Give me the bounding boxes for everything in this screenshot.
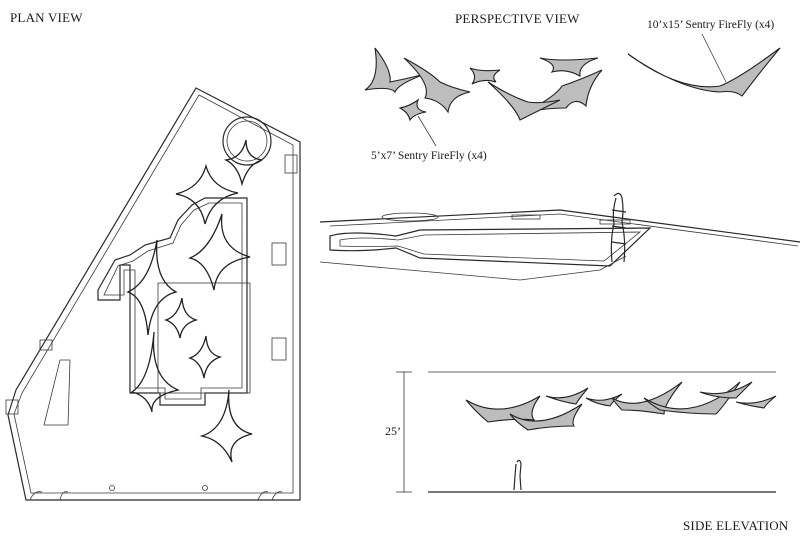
wall-feature-2	[271, 242, 287, 266]
light-fixture-2	[202, 485, 208, 491]
elevation-sail-5	[611, 381, 683, 415]
site-boundary-inner	[13, 94, 294, 494]
perspective-sail-4	[539, 57, 599, 78]
spa-circle	[222, 116, 272, 166]
plan-view-title: PLAN VIEW	[10, 10, 83, 25]
large-sail-leader	[701, 33, 727, 83]
elevation-sail-3	[545, 387, 589, 405]
elevation-sail-7	[699, 381, 753, 399]
gate-post	[5, 399, 19, 415]
perspective-sail-5	[525, 69, 603, 113]
perspective-step-1	[511, 214, 541, 220]
side-elevation-title: SIDE ELEVATION	[683, 518, 789, 533]
site-boundary	[7, 87, 301, 501]
plan-sail-4	[164, 297, 199, 339]
elevation-sail-1	[465, 395, 541, 423]
perspective-deck-edge	[319, 209, 800, 243]
planter	[43, 359, 71, 426]
plan-view-drawing	[5, 87, 301, 501]
perspective-coping	[319, 255, 627, 281]
plan-sail-3	[126, 239, 178, 336]
perspective-pool-inner	[339, 231, 642, 262]
perspective-deck-line	[329, 213, 799, 247]
plan-sail-7	[199, 389, 253, 463]
pool-deep-end	[157, 282, 251, 394]
small-sail-callout: 5’x7’ Sentry FireFly (x4)	[371, 150, 487, 162]
perspective-pool-outline	[329, 227, 652, 267]
pool-outline	[97, 197, 248, 406]
perspective-sail-7	[398, 98, 427, 122]
perspective-sail-3	[469, 67, 501, 85]
perspective-view-drawing	[319, 33, 800, 281]
wall-feature-3	[271, 337, 287, 361]
gate-swings	[29, 491, 283, 501]
small-sail-leader	[417, 115, 437, 147]
elevation-sail-8	[735, 395, 777, 409]
corner-post	[39, 339, 53, 351]
perspective-sail-2	[403, 57, 471, 114]
perspective-spa	[381, 212, 439, 222]
light-fixture-1	[109, 485, 115, 491]
large-sail-callout: 10’x15’ Sentry FireFly (x4)	[647, 19, 775, 31]
perspective-human-figure	[610, 192, 627, 263]
elevation-sail-6	[643, 381, 741, 415]
perspective-large-sail	[627, 47, 781, 97]
plan-sail-1	[175, 163, 239, 225]
pool-inner-outline	[103, 202, 243, 400]
elevation-human-figure	[513, 459, 522, 491]
plan-sail-5	[188, 335, 223, 379]
plan-sail-6	[130, 331, 181, 413]
wall-feature-1	[284, 154, 298, 174]
perspective-sail-6	[487, 81, 561, 121]
plan-sail-2	[187, 213, 251, 291]
perspective-step-2	[599, 219, 631, 225]
spa-inner-circle	[226, 120, 268, 162]
perspective-view-title: PERSPECTIVE VIEW	[455, 11, 580, 26]
plan-sail-8	[223, 139, 263, 187]
elevation-sail-2	[509, 403, 583, 431]
perspective-sail-1	[364, 47, 426, 94]
height-dimension-label: 25’	[385, 424, 401, 438]
